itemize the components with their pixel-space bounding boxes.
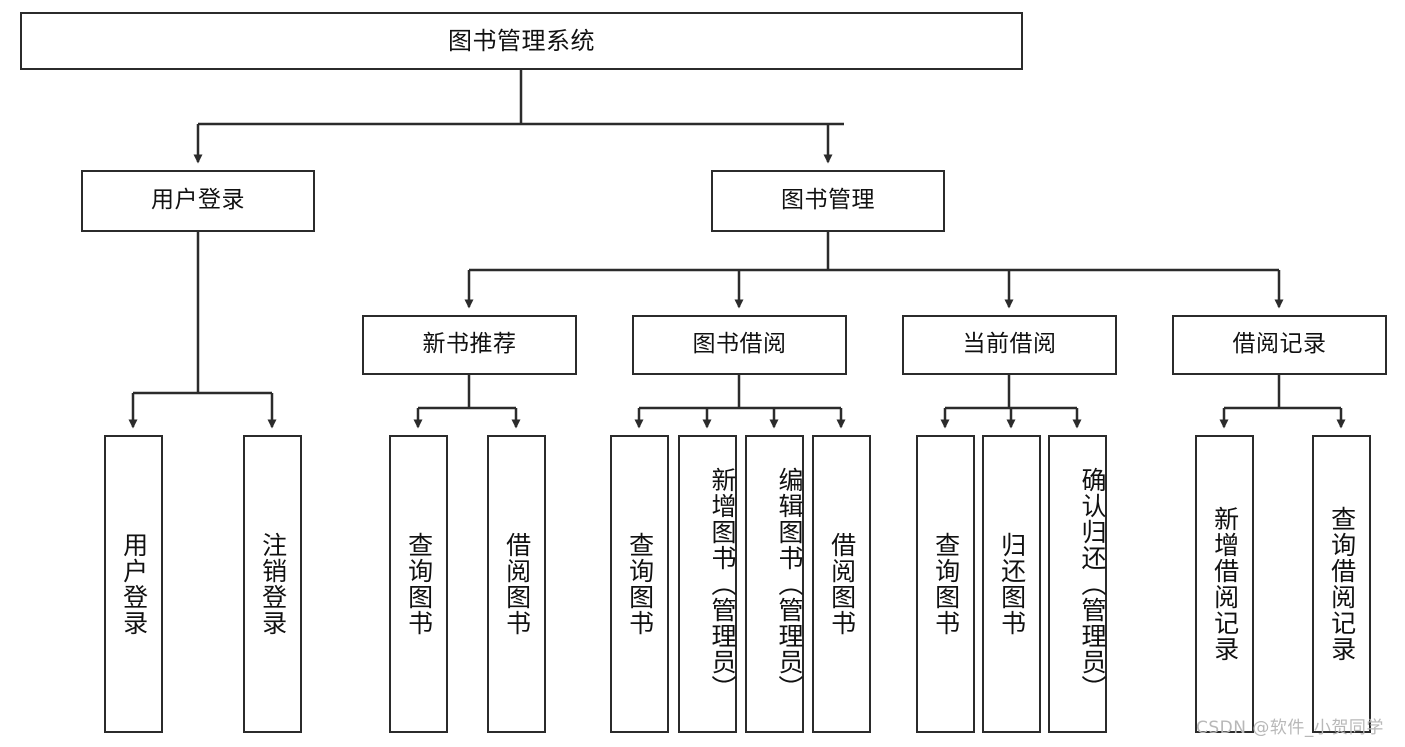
node-leaf-query-book-rec[interactable]: 查询图书	[389, 435, 448, 733]
node-leaf-query-record[interactable]: 查询借阅记录	[1312, 435, 1371, 733]
node-leaf-query-book-borrow[interactable]: 查询图书	[610, 435, 669, 733]
node-current-borrow[interactable]: 当前借阅	[902, 315, 1117, 375]
edges-bookborrow-to-leaves	[634, 375, 846, 429]
node-leaf-add-book[interactable]: 新增图书（管理员）	[678, 435, 737, 733]
node-leaf-borrow-book[interactable]: 借阅图书	[812, 435, 871, 733]
edges-newbookrec-to-leaves	[413, 375, 521, 429]
edges-userlogin-to-leaves	[128, 232, 277, 429]
edges-currentborrow-to-leaves	[940, 375, 1082, 429]
node-user-login[interactable]: 用户登录	[81, 170, 315, 232]
csdn-watermark: CSDN @软件_小贺同学	[1196, 718, 1384, 738]
node-book-borrow[interactable]: 图书借阅	[632, 315, 847, 375]
node-leaf-query-book-cur[interactable]: 查询图书	[916, 435, 975, 733]
node-book-manage[interactable]: 图书管理	[711, 170, 945, 232]
node-leaf-return-book[interactable]: 归还图书	[982, 435, 1041, 733]
edges-borrowrecord-to-leaves	[1219, 375, 1346, 429]
node-leaf-logout[interactable]: 注销登录	[243, 435, 302, 733]
node-new-book-rec[interactable]: 新书推荐	[362, 315, 577, 375]
node-leaf-borrow-book-rec[interactable]: 借阅图书	[487, 435, 546, 733]
edges-bookmanage-to-level3	[464, 232, 1284, 309]
node-root-system[interactable]: 图书管理系统	[20, 12, 1023, 70]
edges-root-to-level2	[193, 70, 844, 164]
node-leaf-user-login[interactable]: 用户登录	[104, 435, 163, 733]
node-leaf-confirm-return[interactable]: 确认归还（管理员）	[1048, 435, 1107, 733]
node-leaf-edit-book[interactable]: 编辑图书（管理员）	[745, 435, 804, 733]
node-leaf-add-record[interactable]: 新增借阅记录	[1195, 435, 1254, 733]
node-borrow-record[interactable]: 借阅记录	[1172, 315, 1387, 375]
